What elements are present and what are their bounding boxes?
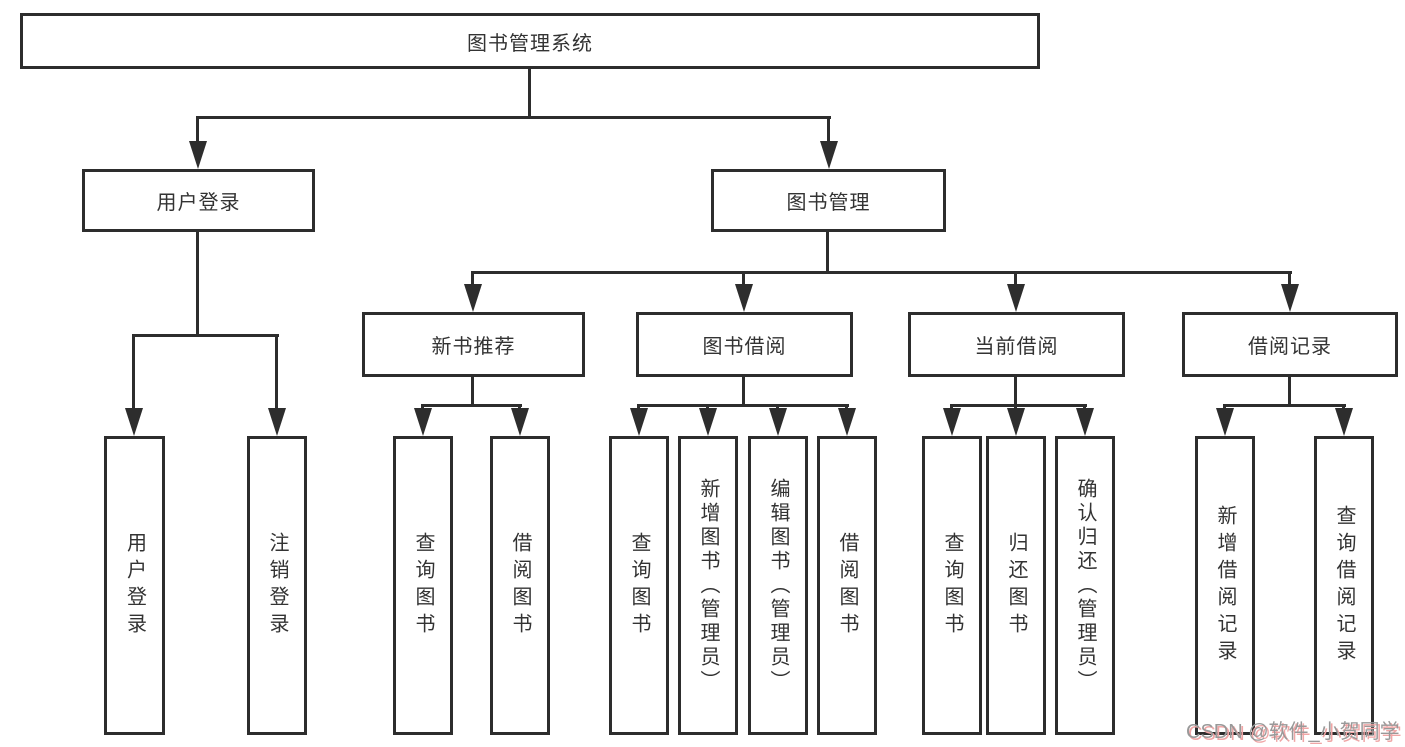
leaf-query-books-borrow-label: 查询图书 <box>628 531 650 640</box>
arrow-down <box>1076 408 1094 436</box>
node-book-management-label: 图书管理 <box>786 192 871 214</box>
leaf-query-books-recommend-label: 查询图书 <box>412 531 434 640</box>
node-book-borrowing: 图书借阅 <box>636 312 853 377</box>
node-current-borrowing: 当前借阅 <box>908 312 1125 377</box>
leaf-add-book-admin-label: 新增图书（管理员） <box>697 477 719 694</box>
connector-bookmgmt-drop <box>826 230 829 273</box>
arrow-down <box>820 141 838 169</box>
leaf-add-book-admin: 新增图书（管理员） <box>678 436 738 735</box>
leaf-borrow-books-borrow: 借阅图书 <box>817 436 877 735</box>
leaf-confirm-return-admin-label: 确认归还（管理员） <box>1074 477 1096 694</box>
connector-borrowing-drop <box>742 375 745 406</box>
leaf-logout-label: 注销登录 <box>266 531 288 640</box>
leaf-query-borrow-record-label: 查询借阅记录 <box>1333 504 1355 667</box>
arrow-down <box>699 408 717 436</box>
arrow-down <box>414 408 432 436</box>
leaf-edit-book-admin-label: 编辑图书（管理员） <box>767 477 789 694</box>
leaf-add-borrow-record: 新增借阅记录 <box>1195 436 1255 735</box>
connector-records-fork <box>1224 404 1346 407</box>
connector-current-drop <box>1014 375 1017 406</box>
arrow-down <box>125 408 143 436</box>
leaf-logout: 注销登录 <box>247 436 307 735</box>
connector-stem <box>471 271 474 286</box>
leaf-query-books-current: 查询图书 <box>922 436 982 735</box>
node-new-book-recommend-label: 新书推荐 <box>431 336 516 358</box>
leaf-user-login-label: 用户登录 <box>123 531 146 640</box>
leaf-return-book: 归还图书 <box>986 436 1046 735</box>
arrow-down <box>1335 408 1353 436</box>
leaf-borrow-books-recommend: 借阅图书 <box>490 436 550 735</box>
csdn-watermark: CSDN @软件_小贺同学 <box>1186 721 1400 743</box>
connector-userlogin-drop <box>196 230 199 336</box>
connector-recommend-fork <box>422 404 522 407</box>
node-new-book-recommend: 新书推荐 <box>362 312 585 377</box>
connector-stem <box>196 116 199 143</box>
arrow-down <box>511 408 529 436</box>
leaf-return-book-label: 归还图书 <box>1005 531 1027 640</box>
arrow-down <box>838 408 856 436</box>
connector-stem <box>1288 271 1291 286</box>
leaf-query-books-borrow: 查询图书 <box>609 436 669 735</box>
node-user-login-label: 用户登录 <box>156 192 241 214</box>
connector-stem <box>827 116 830 143</box>
node-library-system-label: 图书管理系统 <box>467 32 593 55</box>
arrow-down <box>735 284 753 312</box>
node-book-management: 图书管理 <box>711 169 946 232</box>
node-library-system: 图书管理系统 <box>20 13 1040 69</box>
connector-records-drop <box>1288 375 1291 406</box>
connector-stem <box>275 334 278 412</box>
arrow-down <box>1216 408 1234 436</box>
arrow-down <box>630 408 648 436</box>
leaf-query-borrow-record: 查询借阅记录 <box>1314 436 1374 735</box>
node-borrowing-records: 借阅记录 <box>1182 312 1398 377</box>
connector-current-fork <box>951 404 1087 407</box>
arrow-down <box>268 408 286 436</box>
leaf-query-books-current-label: 查询图书 <box>941 531 963 640</box>
leaf-edit-book-admin: 编辑图书（管理员） <box>748 436 808 735</box>
connector-userlogin-fork <box>133 334 279 337</box>
node-current-borrowing-label: 当前借阅 <box>974 336 1059 358</box>
connector-recommend-drop <box>471 375 474 406</box>
arrow-down <box>1007 408 1025 436</box>
connector-stem <box>1014 271 1017 286</box>
arrow-down <box>769 408 787 436</box>
arrow-down <box>1281 284 1299 312</box>
leaf-borrow-books-borrow-label: 借阅图书 <box>836 531 858 640</box>
connector-borrowing-fork <box>638 404 849 407</box>
node-user-login: 用户登录 <box>82 169 315 232</box>
leaf-confirm-return-admin: 确认归还（管理员） <box>1055 436 1115 735</box>
connector-stem <box>132 334 135 412</box>
arrow-down <box>189 141 207 169</box>
leaf-borrow-books-recommend-label: 借阅图书 <box>509 531 531 640</box>
arrow-down <box>464 284 482 312</box>
arrow-down <box>943 408 961 436</box>
node-borrowing-records-label: 借阅记录 <box>1248 336 1332 358</box>
connector-stem <box>742 271 745 286</box>
leaf-user-login: 用户登录 <box>104 436 165 735</box>
connector-bookmgmt-fork <box>472 271 1292 274</box>
connector-root-drop <box>528 68 531 118</box>
connector-root-fork <box>197 116 831 119</box>
leaf-add-borrow-record-label: 新增借阅记录 <box>1214 504 1236 667</box>
leaf-query-books-recommend: 查询图书 <box>393 436 453 735</box>
arrow-down <box>1007 284 1025 312</box>
node-book-borrowing-label: 图书借阅 <box>702 336 787 358</box>
